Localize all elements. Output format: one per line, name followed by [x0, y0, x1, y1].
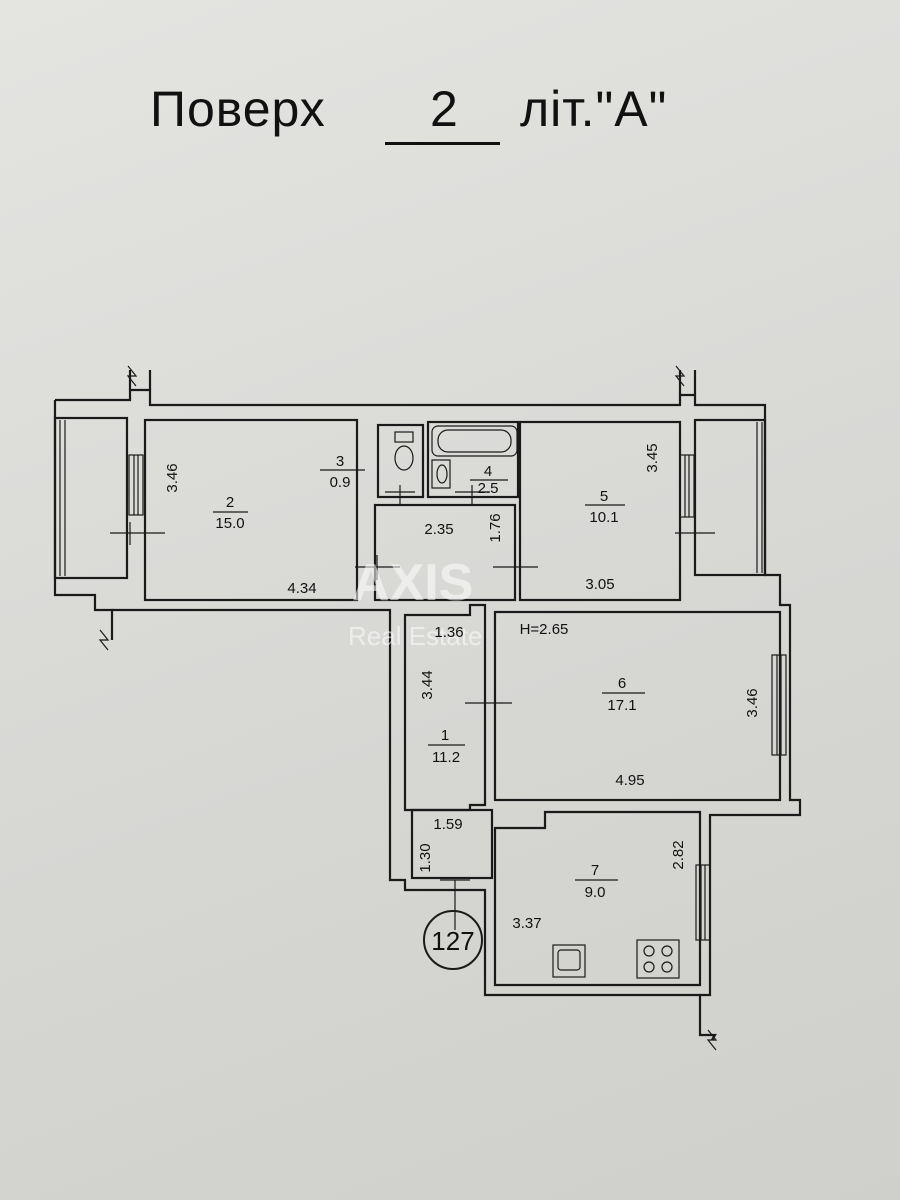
- dim-room2-height: 3.46: [164, 463, 181, 492]
- bathtub-icon: [431, 425, 518, 457]
- room-4-number: 4: [484, 463, 492, 480]
- dim-hall-width: 1.36: [434, 624, 463, 641]
- dim-entry-width: 1.59: [433, 816, 462, 833]
- sink-icon: [431, 459, 451, 489]
- room-6-number: 6: [618, 675, 626, 692]
- room-1-number: 1: [441, 727, 449, 744]
- apartment-number: 127: [431, 926, 474, 956]
- room-2-area: 15.0: [215, 515, 244, 532]
- window-room-6: [771, 654, 787, 756]
- window-room-5: [679, 454, 695, 518]
- dimension-labels: 3.46 4.34 2.35 1.76 3.45 3.05 1.36 H=2.6…: [164, 443, 761, 932]
- room-5-area: 10.1: [589, 509, 618, 526]
- floor-label: Поверх: [150, 81, 326, 137]
- dim-hall-height: 3.44: [419, 670, 436, 699]
- kitchen-sink-icon: [552, 944, 586, 978]
- dim-room2-width: 4.34: [287, 580, 316, 597]
- dim-room5-width: 3.05: [585, 576, 614, 593]
- room-4-area: 2.5: [478, 480, 499, 497]
- balcony-right: [693, 418, 767, 577]
- watermark-sub: Real Estate: [348, 621, 482, 651]
- dim-room6-width: 4.95: [615, 772, 644, 789]
- dim-entry-height: 1.30: [417, 843, 434, 872]
- apartment-number-badge: 127: [423, 910, 483, 970]
- dim-corridor-height: 1.76: [487, 513, 504, 542]
- door-marks: [110, 485, 715, 930]
- building-letter: літ."А": [520, 81, 668, 137]
- room-2-number: 2: [226, 494, 234, 511]
- entry: [410, 808, 494, 880]
- room-2: [143, 418, 359, 602]
- balcony-left: [53, 416, 129, 580]
- dim-kitchen-height: 2.82: [670, 840, 687, 869]
- room-6: [493, 610, 782, 802]
- room-1-area: 11.2: [432, 749, 460, 766]
- corridor: [373, 503, 517, 602]
- watermark: AXIS Real Estate: [348, 554, 482, 651]
- floor-number: 2: [430, 81, 459, 137]
- room-4: [426, 420, 520, 499]
- room-7-number: 7: [591, 862, 599, 879]
- window-room-7: [695, 864, 711, 941]
- floor-number-underline: [385, 142, 500, 145]
- watermark-main: AXIS: [352, 554, 473, 612]
- height-note: H=2.65: [520, 621, 569, 638]
- room-3-number: 3: [336, 453, 344, 470]
- room-labels: 2 15.0 3 0.9 4 2.5 5 10.1 6 17.1 1 11.2 …: [213, 453, 645, 901]
- dim-kitchen-width: 3.37: [512, 915, 541, 932]
- dim-corridor-width: 2.35: [424, 521, 453, 538]
- dim-room5-height: 3.45: [644, 443, 661, 472]
- room-6-area: 17.1: [607, 697, 636, 714]
- window-room-2: [128, 454, 144, 516]
- dim-room6-height: 3.46: [744, 688, 761, 717]
- room-5-number: 5: [600, 488, 608, 505]
- room-7: [493, 810, 702, 987]
- room-3-area: 0.9: [330, 474, 351, 491]
- room-7-area: 9.0: [585, 884, 606, 901]
- toilet-icon: [394, 431, 414, 471]
- stove-icon: [636, 939, 680, 979]
- floor-header: Поверх 2 літ."А": [0, 70, 900, 160]
